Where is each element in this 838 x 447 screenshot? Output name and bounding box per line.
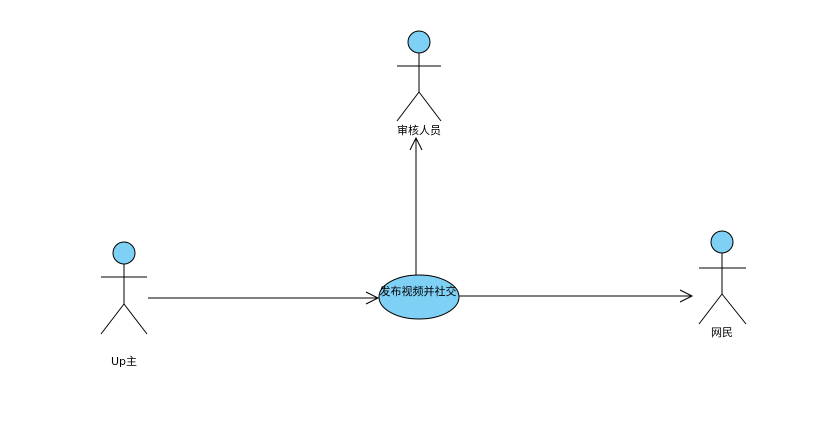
arrow-usecase-to-netizen bbox=[459, 289, 694, 303]
arrow-uploader-to-usecase bbox=[148, 291, 380, 305]
actor-uploader-leg-right bbox=[123, 303, 148, 335]
actor-netizen-label: 网民 bbox=[711, 326, 733, 339]
actor-reviewer-label: 审核人员 bbox=[397, 124, 441, 137]
actor-netizen-leg-right bbox=[721, 293, 747, 325]
actor-netizen-leg-left bbox=[698, 293, 723, 325]
actor-uploader-label: Up主 bbox=[110, 355, 138, 368]
actor-reviewer-leg-right bbox=[418, 91, 442, 122]
actor-netizen-head bbox=[710, 230, 734, 254]
arrow-uploader-head bbox=[365, 291, 380, 305]
actor-reviewer-leg-left bbox=[396, 91, 420, 122]
actor-uploader[interactable] bbox=[100, 241, 148, 335]
arrow-netizen-head bbox=[679, 289, 694, 303]
usecase-ellipse[interactable] bbox=[378, 274, 460, 320]
actor-reviewer-head bbox=[407, 30, 431, 54]
arrow-usecase-to-reviewer bbox=[409, 136, 423, 275]
actor-reviewer[interactable] bbox=[396, 30, 442, 122]
actor-uploader-head bbox=[112, 241, 136, 265]
actor-netizen[interactable] bbox=[698, 230, 747, 325]
usecase-label: 发布视频并社交 bbox=[379, 285, 457, 298]
actor-uploader-leg-left bbox=[100, 303, 125, 335]
arrow-reviewer-head bbox=[409, 136, 423, 151]
